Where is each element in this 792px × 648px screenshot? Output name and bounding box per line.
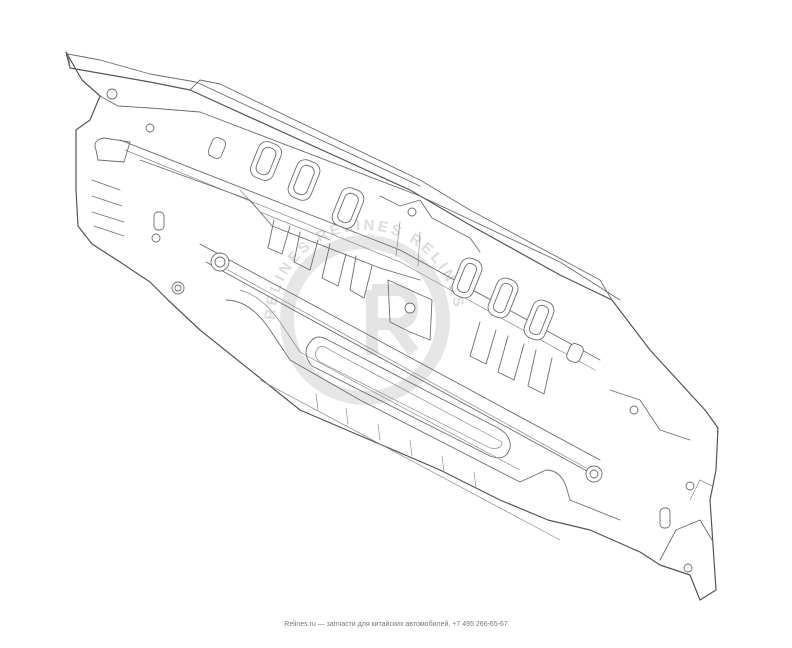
lower-ribs xyxy=(259,379,561,541)
middle-ribs xyxy=(267,219,553,395)
right-end xyxy=(379,195,713,573)
panel-outline xyxy=(65,51,719,601)
watermark-logo: RELINES RELINES RELINES xyxy=(262,217,464,405)
left-end xyxy=(91,88,185,295)
diagonal-beam xyxy=(199,243,603,483)
footer-caption: Relines.ru — запчасти для китайских авто… xyxy=(284,621,508,628)
upper-holes xyxy=(207,137,584,363)
lower-channel xyxy=(225,289,621,521)
